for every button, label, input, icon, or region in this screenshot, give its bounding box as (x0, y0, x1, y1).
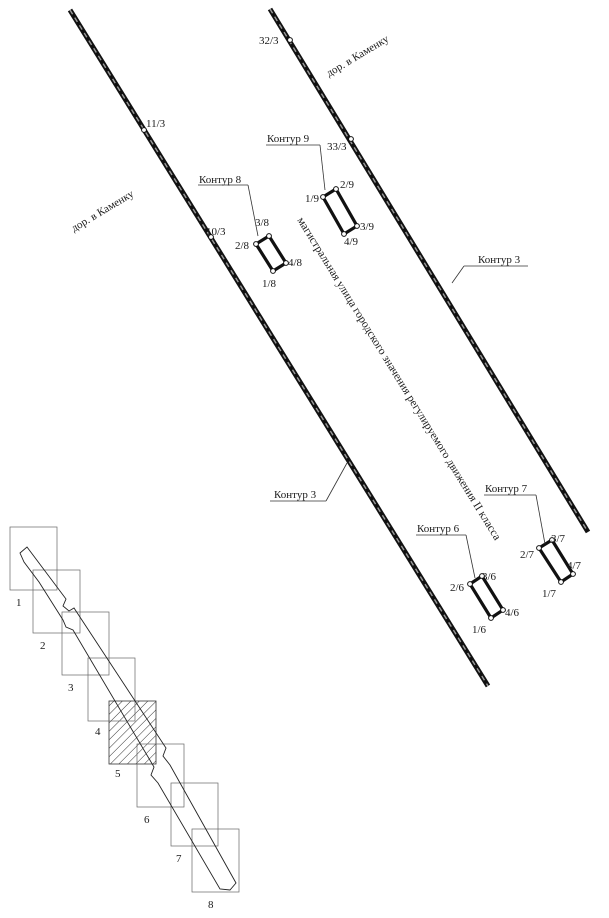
svg-text:8: 8 (208, 899, 214, 911)
svg-text:4/6: 4/6 (505, 607, 520, 619)
svg-text:Контур 3: Контур 3 (274, 489, 317, 501)
plot-contour-6: Контур 6 1/6 2/6 3/6 4/6 (416, 523, 520, 636)
svg-text:3/7: 3/7 (551, 533, 566, 545)
index-sheet-1 (9, 526, 58, 591)
index-sheet-2 (32, 569, 81, 634)
index-sheet-3 (61, 611, 110, 676)
svg-text:3/8: 3/8 (255, 217, 270, 229)
street-label: магистральная улица городского значения … (294, 215, 502, 542)
road-label-left: дор. в Каменку (69, 188, 136, 235)
svg-text:Контур 6: Контур 6 (417, 523, 460, 535)
index-sheet-7 (170, 782, 219, 847)
svg-text:Контур 3: Контур 3 (478, 254, 521, 266)
svg-text:1/9: 1/9 (305, 193, 320, 205)
svg-text:4/9: 4/9 (344, 236, 359, 248)
svg-text:2/7: 2/7 (520, 549, 535, 561)
contour-3-callout-right: Контур 3 (451, 254, 528, 284)
svg-text:4: 4 (95, 726, 101, 738)
svg-text:4/8: 4/8 (288, 257, 303, 269)
svg-text:2: 2 (40, 640, 46, 652)
left-boundary-line (67, 8, 491, 688)
svg-text:Контур 9: Контур 9 (267, 133, 310, 145)
boundary-point-32-3: 32/3 (259, 35, 293, 47)
svg-text:6: 6 (144, 814, 150, 826)
svg-text:3: 3 (68, 682, 74, 694)
svg-text:2/9: 2/9 (340, 179, 355, 191)
boundary-point-11-3: 11/3 (141, 118, 166, 133)
plot-contour-8: Контур 8 1/8 2/8 3/8 4/8 (198, 174, 303, 290)
svg-text:Контур 8: Контур 8 (199, 174, 242, 186)
svg-text:3/9: 3/9 (360, 221, 375, 233)
svg-text:33/3: 33/3 (327, 141, 347, 153)
svg-text:1/8: 1/8 (262, 278, 277, 290)
svg-text:32/3: 32/3 (259, 35, 279, 47)
index-road-corridor (19, 546, 237, 891)
right-boundary-line (267, 7, 591, 534)
index-sheet-5-hatch (108, 700, 157, 765)
svg-text:Контур 7: Контур 7 (485, 483, 528, 495)
svg-text:10/3: 10/3 (206, 226, 226, 238)
svg-text:4/7: 4/7 (567, 560, 582, 572)
plot-contour-9: Контур 9 1/9 2/9 3/9 4/9 (266, 133, 375, 248)
boundary-point-10-3: 10/3 (206, 226, 226, 240)
svg-text:1/7: 1/7 (542, 588, 557, 600)
svg-text:2/6: 2/6 (450, 582, 465, 594)
index-sheet-4 (87, 657, 136, 722)
index-sheet-6 (136, 743, 185, 808)
road-label-right: дор. в Каменку (324, 33, 391, 80)
svg-text:7: 7 (176, 853, 182, 865)
index-map: 1 2 3 4 5 6 7 8 (9, 526, 240, 911)
svg-text:1/6: 1/6 (472, 624, 487, 636)
index-sheet-8 (191, 828, 240, 893)
plot-contour-7: Контур 7 1/7 2/7 3/7 4/7 (484, 483, 582, 600)
svg-text:2/8: 2/8 (235, 240, 250, 252)
boundary-point-33-3: 33/3 (327, 136, 354, 153)
svg-text:1: 1 (16, 597, 22, 609)
contour-3-callout-left: Контур 3 (270, 462, 348, 502)
svg-text:5: 5 (115, 768, 121, 780)
svg-text:3/6: 3/6 (482, 571, 497, 583)
svg-text:11/3: 11/3 (146, 118, 166, 130)
